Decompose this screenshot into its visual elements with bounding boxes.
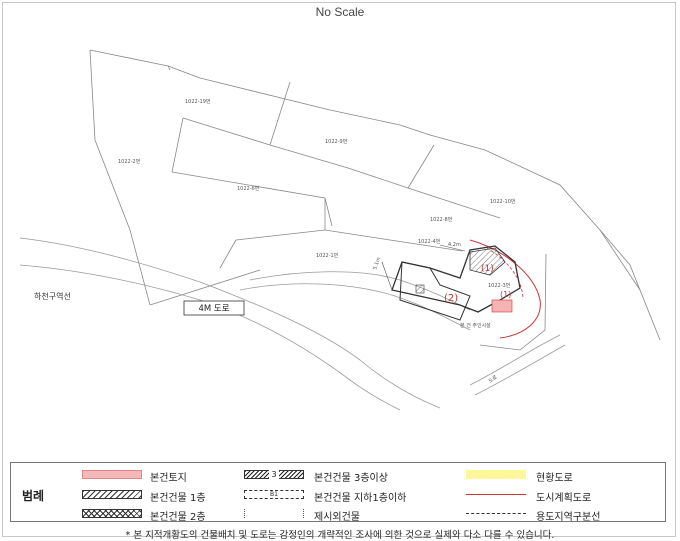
- legend-symbol-basement: B1: [244, 490, 304, 499]
- legend-symbol-excluded: [244, 509, 304, 518]
- legend-symbol-city-plan-road: [466, 494, 526, 495]
- legend-box: [10, 462, 666, 522]
- building-2-block: [415, 284, 425, 294]
- building-1-hatched: [469, 247, 506, 276]
- road-label-box: [183, 300, 245, 316]
- legend-text-subject-land: 본건토지: [150, 473, 187, 484]
- cadastral-map: 1022-19번 1022-2번 1022-9번 1022-6번 1022-10…: [19, 49, 661, 411]
- dimension-label-1: 5.1m: [372, 256, 382, 270]
- parcel-label-10: 본 건 주인시설: [460, 322, 491, 329]
- dim-line-2: [439, 244, 466, 252]
- legend-symbol-floors3-label: 3: [269, 470, 279, 479]
- parcel-label-4: 1022-6번: [237, 185, 260, 192]
- legend-symbol-road-current: [466, 470, 526, 479]
- legend-symbol-floor2: [82, 509, 142, 518]
- legend-text-floor1: 본건건물 1층: [150, 493, 206, 504]
- road-label: 4M 도로: [198, 304, 229, 314]
- road-side-label: 도로: [488, 374, 499, 384]
- legend-symbol-subject-land: [82, 470, 142, 479]
- parcel-lines: [89, 49, 661, 351]
- parcel-label-6: 1022-8번: [430, 216, 453, 223]
- parcel-label-1: 1022-19번: [185, 98, 211, 105]
- legend-text-zoning-line: 용도지역구분선: [536, 512, 601, 523]
- legend-symbol-basement-label: B1: [270, 491, 278, 498]
- river-zone-label: 하천구역선: [34, 291, 71, 301]
- legend-text-road-current: 현황도로: [536, 473, 573, 484]
- building-2-outline: [399, 261, 471, 321]
- building-1-label: (1): [481, 264, 494, 274]
- parcel-label-9: 1022-3번: [488, 282, 511, 289]
- legend-text-city-plan-road: 도시계획도로: [536, 493, 592, 504]
- legend-text-floors3: 본건건물 3층이상: [314, 473, 388, 484]
- footnote: * 본 지적개황도의 건물배치 및 도로는 감정인의 개략적인 조사에 의한 것…: [125, 530, 555, 541]
- parcel-label-8: 1022-1번: [316, 252, 339, 259]
- long-boundary-lines: [19, 237, 566, 411]
- legend-title: 범례: [22, 489, 45, 503]
- legend-text-floor2: 본건건물 2층: [150, 512, 206, 523]
- parcel-label-2: 1022-2번: [118, 158, 141, 165]
- building-1b-label: (1): [500, 290, 511, 299]
- legend-symbol-floor1: [82, 490, 142, 499]
- building-2-label: (2): [444, 293, 458, 304]
- dimension-label-2: 4.2m: [448, 242, 461, 248]
- legend-symbol-floors3: 3: [244, 470, 304, 479]
- parcel-label-5: 1022-10번: [490, 198, 516, 205]
- subject-small-pink: [491, 299, 513, 313]
- legend-text-basement: 본건건물 지하1층이하: [314, 493, 407, 504]
- parcel-label-7: 1022-4번: [418, 238, 441, 245]
- dim-line-1: [381, 261, 393, 291]
- scale-title: No Scale: [315, 5, 365, 19]
- legend-symbol-zoning-line: [466, 513, 526, 514]
- parcel-label-3: 1022-9번: [325, 138, 348, 145]
- legend-text-excluded: 제시외건물: [314, 512, 360, 523]
